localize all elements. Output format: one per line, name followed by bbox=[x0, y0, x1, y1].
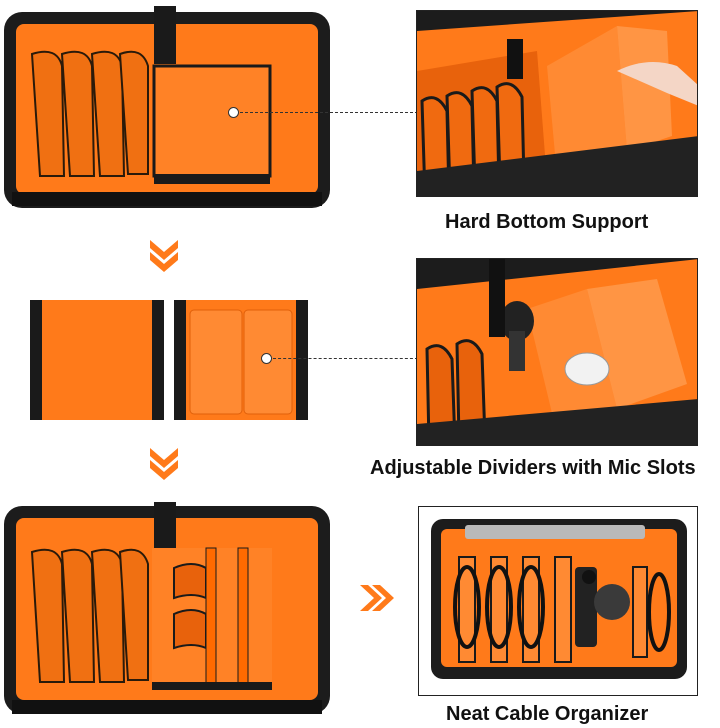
bag-top-view-with-dividers bbox=[2, 502, 332, 720]
double-chevron-down-icon bbox=[148, 446, 180, 482]
double-chevron-down-icon bbox=[148, 238, 180, 274]
photo-cable-organizer bbox=[418, 506, 698, 696]
caption-cable: Neat Cable Organizer bbox=[446, 703, 649, 725]
double-chevron-right-icon bbox=[358, 583, 396, 613]
divider-panel-plain bbox=[30, 300, 164, 420]
photo-dividers bbox=[416, 258, 698, 446]
caption-hard-bottom: Hard Bottom Support bbox=[445, 211, 649, 233]
caption-dividers: Adjustable Dividers with Mic Slots bbox=[370, 457, 696, 479]
callout-dot-bottom bbox=[228, 107, 239, 118]
callout-line-dividers bbox=[273, 358, 418, 359]
divider-panel-mic-slots bbox=[174, 300, 308, 420]
bag-top-view-empty bbox=[2, 6, 332, 214]
callout-dot-dividers bbox=[261, 353, 272, 364]
callout-line-bottom bbox=[240, 112, 418, 113]
photo-hard-bottom bbox=[416, 10, 698, 197]
